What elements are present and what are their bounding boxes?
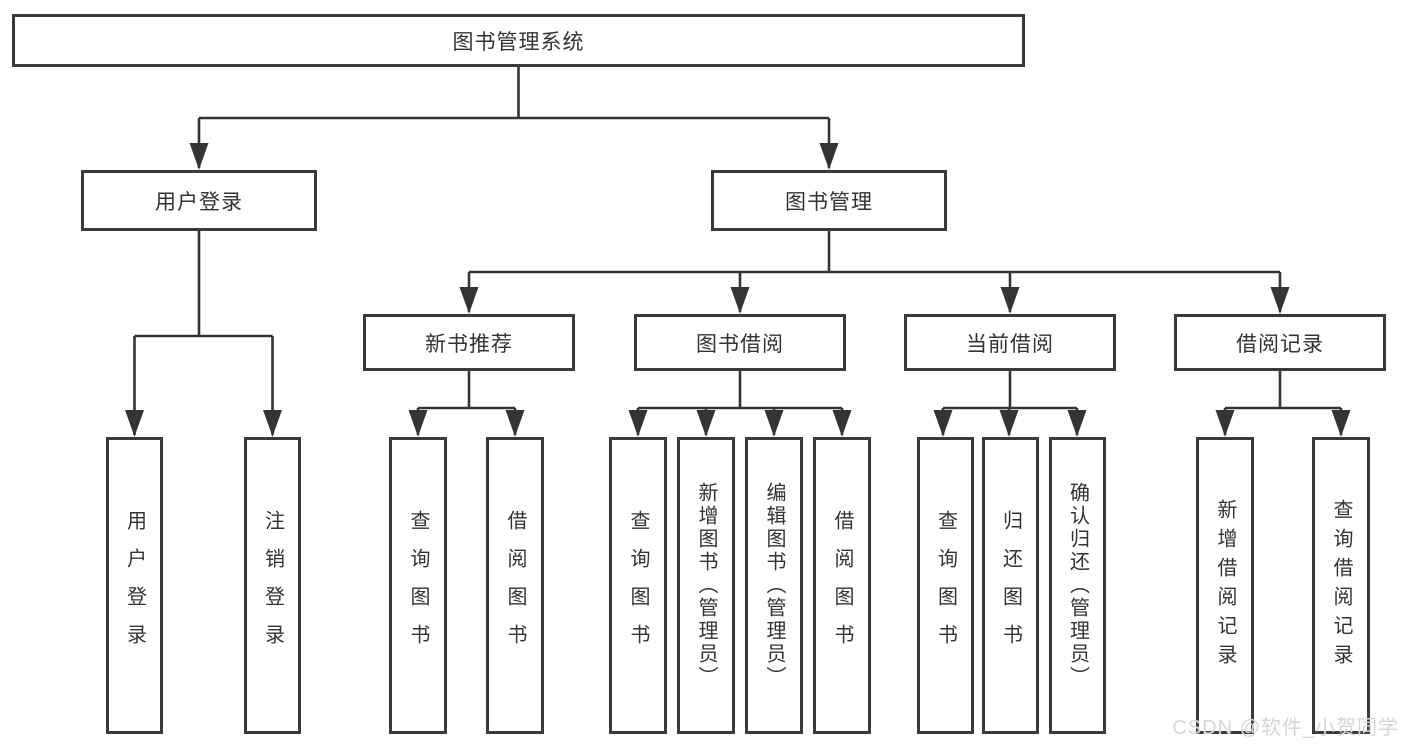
node-label: 注销登录 xyxy=(261,509,284,662)
node-borrowing-borrow-books: 借阅图书 xyxy=(813,437,871,734)
node-current-return-books: 归还图书 xyxy=(982,437,1039,734)
node-current-query-books: 查询图书 xyxy=(917,437,974,734)
node-label: 新增图书（管理员） xyxy=(695,482,717,689)
arrowhead xyxy=(125,410,144,437)
node-recommend-borrow-books: 借阅图书 xyxy=(486,437,544,734)
node-new-book-recommend: 新书推荐 xyxy=(363,314,575,371)
arrowhead xyxy=(1067,410,1087,437)
node-label: 查询图书 xyxy=(934,509,957,662)
node-recommend-query-books: 查询图书 xyxy=(389,437,447,734)
csdn-watermark: CSDN @软件_小贺同学 xyxy=(1172,717,1399,739)
node-label: 用户登录 xyxy=(123,509,146,662)
arrowhead xyxy=(408,410,428,437)
node-records-add-record: 新增借阅记录 xyxy=(1196,437,1254,734)
arrowhead xyxy=(263,410,282,437)
node-user-login-action: 用户登录 xyxy=(106,437,163,734)
arrowhead xyxy=(999,410,1019,437)
node-label: 编辑图书（管理员） xyxy=(763,482,785,689)
arrowhead xyxy=(764,410,784,437)
arrowhead xyxy=(1270,287,1290,314)
node-label: 查询借阅记录 xyxy=(1330,498,1352,673)
arrowhead xyxy=(832,410,852,437)
node-current-confirm-return-admin: 确认归还（管理员） xyxy=(1049,437,1106,734)
node-borrowing-add-books-admin: 新增图书（管理员） xyxy=(677,437,735,734)
arrowhead xyxy=(628,410,648,437)
node-book-borrowing: 图书借阅 xyxy=(634,314,846,371)
arrowhead xyxy=(1000,287,1020,314)
node-borrowing-records: 借阅记录 xyxy=(1174,314,1386,371)
node-current-borrowing: 当前借阅 xyxy=(904,314,1116,371)
node-logout-action: 注销登录 xyxy=(244,437,301,734)
arrowhead xyxy=(819,143,839,170)
node-book-management: 图书管理 xyxy=(711,170,947,231)
node-label: 确认归还（管理员） xyxy=(1066,482,1089,689)
node-library-management-system: 图书管理系统 xyxy=(12,14,1025,67)
node-borrowing-query-books: 查询图书 xyxy=(609,437,667,734)
node-borrowing-edit-books-admin: 编辑图书（管理员） xyxy=(745,437,803,734)
node-label: 借阅图书 xyxy=(831,509,853,662)
node-records-query-record: 查询借阅记录 xyxy=(1312,437,1370,734)
arrowhead xyxy=(933,410,953,437)
arrowhead xyxy=(696,410,716,437)
node-user-login: 用户登录 xyxy=(81,170,317,231)
node-label: 借阅图书 xyxy=(504,509,526,662)
node-label: 查询图书 xyxy=(407,509,429,662)
arrowhead xyxy=(505,410,525,437)
arrowhead xyxy=(1331,410,1351,437)
node-label: 归还图书 xyxy=(999,509,1022,662)
arrowhead xyxy=(459,287,479,314)
arrowhead xyxy=(1215,410,1235,437)
arrowhead xyxy=(730,287,750,314)
node-label: 查询图书 xyxy=(627,509,649,662)
arrowhead xyxy=(189,143,209,170)
node-label: 新增借阅记录 xyxy=(1214,498,1236,673)
